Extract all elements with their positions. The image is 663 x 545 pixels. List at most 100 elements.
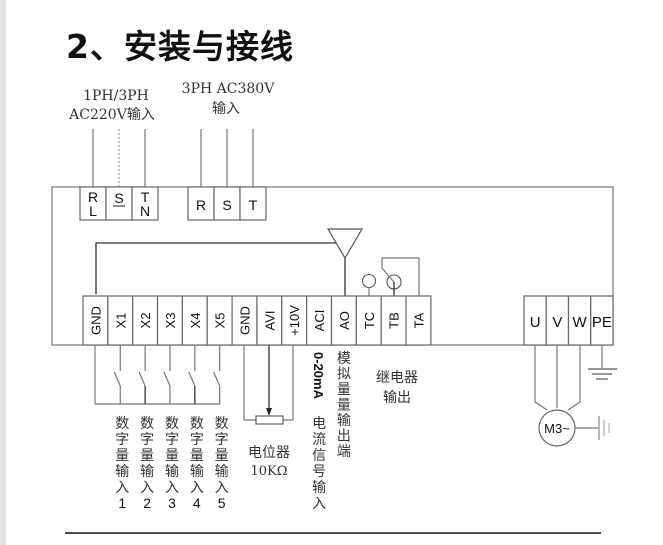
current-input-label: 入 <box>312 496 326 512</box>
control-terminal <box>256 295 283 346</box>
pot-wire <box>243 345 256 421</box>
switch-contact-icon <box>138 371 146 387</box>
motor-wire-U <box>534 345 548 411</box>
digital-input-label: 数 <box>140 416 154 432</box>
amplifier-icon <box>326 228 364 260</box>
control-terminal <box>281 295 308 346</box>
control-terminal-label: X3 <box>163 313 178 329</box>
control-terminal-label: X4 <box>188 313 203 329</box>
digital-input-label: 数 <box>215 416 229 432</box>
control-terminal <box>405 295 432 346</box>
terminal-T <box>239 186 267 221</box>
output-terminal-label: W <box>573 314 588 331</box>
digital-input-label: 数 <box>190 416 204 432</box>
output-terminal-label: U <box>530 314 541 331</box>
motor-wire-W <box>567 345 581 411</box>
control-terminal-label: +10V <box>287 305 302 336</box>
digital-input-label: 字 <box>190 432 204 448</box>
terminal-label: S <box>114 190 123 206</box>
digital-input-label: 入 <box>140 480 154 496</box>
digital-input-label: 量 <box>215 448 229 464</box>
control-terminal-label: GND <box>238 306 253 335</box>
control-terminal <box>181 295 208 346</box>
output-terminal-label: V <box>552 314 562 331</box>
relay-switch-line <box>381 257 420 296</box>
terminal-label: T <box>141 189 150 205</box>
terminal-label: L <box>89 203 97 219</box>
digital-input-label: 入 <box>115 480 129 496</box>
control-terminal <box>330 295 357 346</box>
digital-input-switches <box>94 345 220 405</box>
control-terminal <box>156 295 184 346</box>
potentiometer-value: 10KΩ <box>250 464 287 479</box>
digital-input-label: 入 <box>165 480 179 496</box>
digital-input-number: 2 <box>143 495 151 511</box>
input-220-label-line1: 1PH/3PH <box>83 88 149 104</box>
terminal-label: N <box>140 203 150 219</box>
terminal-label: R <box>88 189 98 205</box>
switch-contact-icon <box>213 371 221 387</box>
control-terminal <box>132 295 159 346</box>
control-terminal-label: TA <box>411 312 426 328</box>
digital-input-label: 量 <box>190 448 204 464</box>
digital-input-number: 1 <box>118 495 126 511</box>
digital-input-label: 字 <box>140 432 154 448</box>
digital-input-label: 输 <box>165 464 179 480</box>
terminal-label: R <box>196 197 206 213</box>
terminal-S <box>105 186 133 221</box>
terminal-RL <box>79 186 107 221</box>
control-terminal-label: X2 <box>138 313 153 329</box>
current-input-label: 流 <box>312 432 326 448</box>
control-terminal-label: AVI <box>262 311 277 331</box>
output-terminal-label: PE <box>592 314 612 331</box>
digital-input-label: 字 <box>215 432 229 448</box>
analog-output-label: 拟 <box>337 367 351 383</box>
control-terminal-label: GND <box>88 306 103 335</box>
current-input-prefix: 0-20mA <box>311 352 326 400</box>
input-380-label-line1: 3PH AC380V <box>182 81 276 97</box>
potentiometer-label: 电位器 <box>248 445 290 461</box>
page-left-margin <box>0 0 6 545</box>
input-220-label-line2: AC220V输入 <box>68 107 155 123</box>
control-terminal-label: ACI <box>312 310 327 332</box>
digital-input-label: 输 <box>115 464 129 480</box>
motor-label: M3~ <box>544 421 570 436</box>
control-terminal <box>206 295 233 346</box>
control-terminal-block: GND X1 X2 X3 X4 X5 GND AVI +10V ACI AO TC TB TA <box>82 295 432 346</box>
potentiometer-icon <box>243 345 294 425</box>
control-terminal-label: X5 <box>213 313 228 329</box>
section-title: 2、安装与接线 <box>66 27 294 66</box>
digital-input-label: 量 <box>140 448 154 464</box>
digital-input-number: 4 <box>193 495 201 511</box>
control-terminal-label: X1 <box>113 313 128 329</box>
current-input-label: 输 <box>312 480 326 496</box>
control-terminal-label: TB <box>387 312 402 329</box>
control-terminal <box>231 295 258 346</box>
control-terminal <box>380 295 407 346</box>
gnd-internal-line <box>95 242 337 294</box>
digital-input-label: 量 <box>165 448 179 464</box>
terminal-label: S <box>222 197 231 213</box>
wiper-arrow <box>266 408 272 416</box>
digital-input-label: 字 <box>115 432 129 448</box>
relay-output-label-2: 输出 <box>383 390 411 406</box>
control-terminal-label: AO <box>337 311 352 330</box>
digital-input-label: 字 <box>165 432 179 448</box>
switch-contact-icon <box>188 371 196 387</box>
analog-output-label: 模 <box>337 351 351 367</box>
analog-output-label: 输 <box>337 413 351 429</box>
digital-input-label: 数 <box>165 416 179 432</box>
digital-input-number: 5 <box>218 495 226 511</box>
switch-contact-icon <box>113 371 121 387</box>
analog-output-label: 量 <box>337 382 351 398</box>
digital-input-label: 输 <box>140 464 154 480</box>
relay-contact-TC-icon <box>361 273 377 289</box>
terminal-block-220: R L S T N <box>79 186 159 221</box>
motor-wiring <box>534 345 617 447</box>
control-terminal-label: TC <box>362 312 377 329</box>
switch-contact-icon <box>163 371 171 387</box>
terminal-TN <box>131 186 159 221</box>
analog-output-label: 量 <box>337 398 351 414</box>
